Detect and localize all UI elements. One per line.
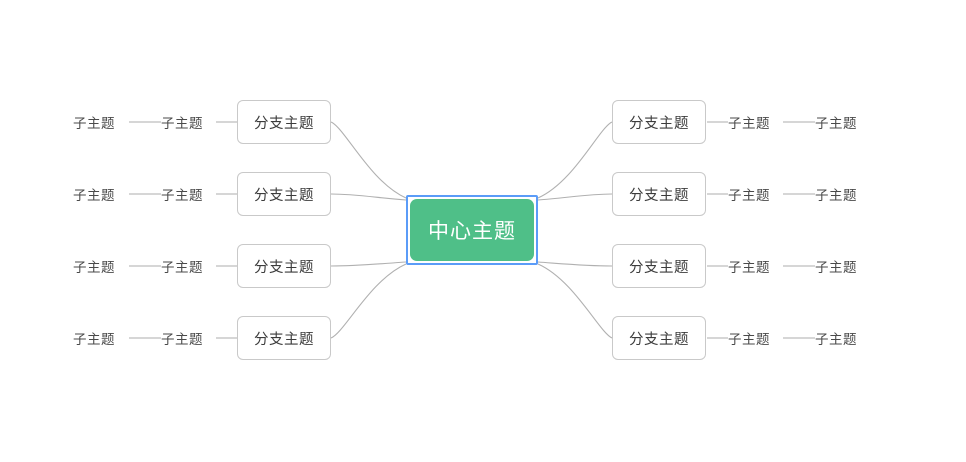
branch-topic-right-1[interactable]: 分支主题 bbox=[612, 100, 706, 144]
leaf-topic-label: 子主题 bbox=[73, 188, 115, 204]
edge-center-right-1 bbox=[537, 121, 613, 199]
leaf-topic-left-3-a[interactable]: 子主题 bbox=[73, 256, 115, 276]
leaf-topic-label: 子主题 bbox=[815, 116, 857, 132]
leaf-topic-label: 子主题 bbox=[815, 260, 857, 276]
leaf-topic-right-4-b[interactable]: 子主题 bbox=[815, 328, 857, 348]
leaf-topic-label: 子主题 bbox=[161, 116, 203, 132]
edge-center-left-1 bbox=[330, 121, 407, 199]
leaf-topic-label: 子主题 bbox=[161, 188, 203, 204]
leaf-topic-label: 子主题 bbox=[728, 188, 770, 204]
branch-topic-left-2[interactable]: 分支主题 bbox=[237, 172, 331, 216]
leaf-topic-right-4-a[interactable]: 子主题 bbox=[728, 328, 770, 348]
leaf-topic-label: 子主题 bbox=[73, 260, 115, 276]
leaf-topic-left-3-b[interactable]: 子主题 bbox=[161, 256, 203, 276]
leaf-topic-left-4-b[interactable]: 子主题 bbox=[161, 328, 203, 348]
branch-topic-label: 分支主题 bbox=[254, 259, 314, 276]
center-topic-label: 中心主题 bbox=[428, 219, 516, 243]
branch-topic-left-4[interactable]: 分支主题 bbox=[237, 316, 331, 360]
leaf-topic-left-1-a[interactable]: 子主题 bbox=[73, 112, 115, 132]
branch-topic-label: 分支主题 bbox=[629, 259, 689, 276]
leaf-topic-label: 子主题 bbox=[728, 332, 770, 348]
leaf-topic-label: 子主题 bbox=[161, 260, 203, 276]
branch-topic-right-2[interactable]: 分支主题 bbox=[612, 172, 706, 216]
branch-topic-right-4[interactable]: 分支主题 bbox=[612, 316, 706, 360]
edge-center-right-4 bbox=[537, 263, 613, 339]
edge-center-right-3 bbox=[537, 261, 613, 267]
leaf-topic-label: 子主题 bbox=[73, 116, 115, 132]
branch-topic-right-3[interactable]: 分支主题 bbox=[612, 244, 706, 288]
branch-topic-left-1[interactable]: 分支主题 bbox=[237, 100, 331, 144]
branch-topic-label: 分支主题 bbox=[254, 115, 314, 132]
leaf-topic-label: 子主题 bbox=[728, 260, 770, 276]
branch-topic-label: 分支主题 bbox=[254, 331, 314, 348]
leaf-topic-right-2-a[interactable]: 子主题 bbox=[728, 184, 770, 204]
branch-topic-left-3[interactable]: 分支主题 bbox=[237, 244, 331, 288]
leaf-topic-left-2-a[interactable]: 子主题 bbox=[73, 184, 115, 204]
edge-center-left-4 bbox=[330, 263, 407, 339]
leaf-topic-right-3-b[interactable]: 子主题 bbox=[815, 256, 857, 276]
leaf-topic-right-1-b[interactable]: 子主题 bbox=[815, 112, 857, 132]
leaf-topic-label: 子主题 bbox=[73, 332, 115, 348]
branch-topic-label: 分支主题 bbox=[629, 331, 689, 348]
leaf-topic-right-1-a[interactable]: 子主题 bbox=[728, 112, 770, 132]
branch-topic-label: 分支主题 bbox=[254, 187, 314, 204]
leaf-topic-left-1-b[interactable]: 子主题 bbox=[161, 112, 203, 132]
branch-topic-label: 分支主题 bbox=[629, 187, 689, 204]
branch-topic-label: 分支主题 bbox=[629, 115, 689, 132]
edge-center-left-3 bbox=[330, 261, 407, 267]
leaf-topic-left-4-a[interactable]: 子主题 bbox=[73, 328, 115, 348]
leaf-topic-label: 子主题 bbox=[815, 188, 857, 204]
leaf-topic-label: 子主题 bbox=[161, 332, 203, 348]
center-topic[interactable]: 中心主题 bbox=[410, 199, 534, 261]
edge-center-right-2 bbox=[537, 193, 613, 201]
leaf-topic-right-3-a[interactable]: 子主题 bbox=[728, 256, 770, 276]
edge-center-left-2 bbox=[330, 193, 407, 201]
leaf-topic-right-2-b[interactable]: 子主题 bbox=[815, 184, 857, 204]
leaf-topic-label: 子主题 bbox=[728, 116, 770, 132]
leaf-topic-label: 子主题 bbox=[815, 332, 857, 348]
leaf-topic-left-2-b[interactable]: 子主题 bbox=[161, 184, 203, 204]
